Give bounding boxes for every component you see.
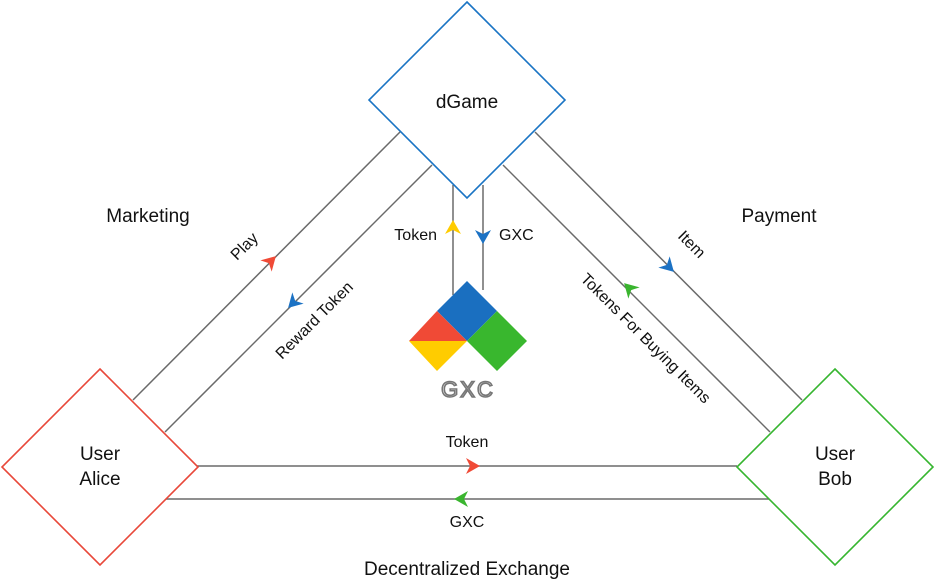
arrow-gxc-left-icon xyxy=(454,491,468,507)
section-payment: Payment xyxy=(742,206,818,227)
arrow-token-up-icon xyxy=(445,220,461,234)
arrow-gxc-down-icon xyxy=(475,230,491,244)
section-exchange: Decentralized Exchange xyxy=(364,559,570,580)
node-user-bob[interactable]: User Bob xyxy=(735,367,934,567)
gxc-logo: GXC xyxy=(409,281,527,403)
line-tokens-for-buying xyxy=(502,164,771,433)
logo-wordmark: GXC xyxy=(441,377,495,402)
arrow-reward-token-icon xyxy=(288,292,304,308)
arrow-item-icon xyxy=(658,256,674,272)
logo-yellow-triangle xyxy=(409,341,467,371)
alice-diamond xyxy=(0,367,200,567)
section-marketing: Marketing xyxy=(106,206,189,227)
arrow-tokens-for-buying-icon xyxy=(624,283,640,299)
line-reward-token xyxy=(164,164,433,433)
node-user-alice[interactable]: User Alice xyxy=(0,367,200,567)
edge-label-gxc-down: GXC xyxy=(499,227,534,244)
edge-label-token-up: Token xyxy=(394,227,437,244)
alice-label-line1: User xyxy=(80,444,121,465)
dgame-diamond xyxy=(367,0,567,200)
bob-diamond xyxy=(735,367,934,567)
edge-label-item: Item xyxy=(674,228,708,262)
node-dgame[interactable]: dGame xyxy=(367,0,567,200)
arrow-token-right-icon xyxy=(466,458,480,474)
alice-label-line2: Alice xyxy=(79,469,120,490)
edge-label-token-right: Token xyxy=(446,434,489,451)
logo-green-square xyxy=(467,311,527,371)
bob-label-line1: User xyxy=(815,444,856,465)
edge-label-play: Play xyxy=(228,230,262,264)
bob-label-line2: Bob xyxy=(818,469,852,490)
arrowheads xyxy=(260,220,674,507)
edge-label-gxc-left: GXC xyxy=(450,514,485,531)
dgame-label: dGame xyxy=(436,92,498,113)
edge-label-reward-token: Reward Token xyxy=(273,279,357,363)
line-play xyxy=(132,131,401,401)
logo-red-triangle xyxy=(409,311,467,341)
arrow-play-icon xyxy=(260,256,276,272)
